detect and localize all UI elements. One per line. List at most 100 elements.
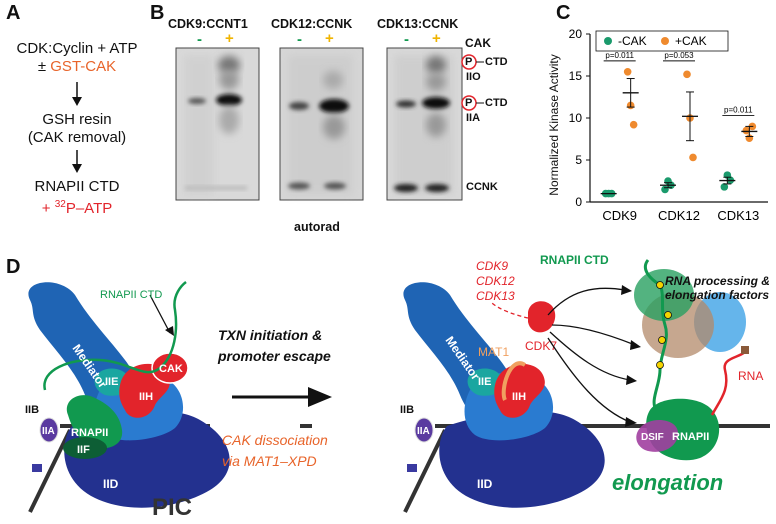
blot1-plus: +: [225, 30, 234, 47]
iia-label-left: IIA: [42, 426, 55, 437]
panel-a-step-3: RNAPII CTD + 32P–ATP: [2, 178, 152, 218]
panel-d-letter: D: [6, 256, 21, 278]
cak-dissociation-text: CAK dissociation: [222, 432, 328, 448]
elongation-factors-label: elongation factors: [665, 288, 769, 302]
cdk7-shape: [528, 301, 556, 333]
iia-label: IIA: [466, 112, 481, 124]
arrow-to-ctd: [549, 331, 631, 381]
rnapii-label-right: RNAPII: [672, 431, 709, 443]
p-value-label-1: p=0.053: [664, 51, 694, 60]
rnapii-ctd-tail-right: [643, 259, 668, 411]
chart-legend: -CAK +CAK: [595, 30, 729, 52]
autoradiograph-panels: [175, 47, 484, 201]
panel-a-arrows: [72, 82, 82, 173]
blot-cdk13: [386, 47, 463, 201]
plus-minus-sign: ±: [37, 58, 47, 75]
dna-left-strand: [28, 429, 72, 513]
arrow-head-1: [72, 97, 82, 106]
iid-label-right: IID: [477, 477, 493, 491]
panel-a-letter: A: [6, 2, 21, 24]
panel-c-letter: C: [556, 2, 571, 24]
rna-label: RNA: [738, 369, 763, 383]
arrow-to-factors-2-head: [630, 340, 641, 350]
arrow-to-rnapii: [547, 337, 631, 423]
iie-shape-right: [467, 368, 504, 396]
blot-caption-cdk9: CDK9:CCNT1: [168, 17, 248, 31]
blot-caption-cdk12: CDK12:CCNK: [271, 17, 353, 31]
rnapii-shape-left: [66, 395, 123, 449]
promoter-escape-text: promoter escape: [217, 348, 331, 364]
phospho-p-iio: P: [465, 56, 473, 68]
iie-label-right: IIE: [478, 376, 491, 388]
step-p32-atp: + 32P–ATP: [2, 196, 152, 218]
mat1-label: MAT1: [478, 345, 509, 359]
p-value-label-0: p=0.011: [605, 51, 634, 60]
iif-label-left: IIF: [77, 444, 90, 456]
iia-label-right: IIA: [417, 426, 430, 437]
arrow-to-factors-1-head: [621, 285, 632, 295]
panel-a-step-1: CDK:Cyclin + ATP ± GST-CAK: [2, 40, 152, 76]
ctd-phospho-2: [664, 311, 672, 319]
y-tick-label-1: 5: [575, 153, 582, 167]
ccnk-label: CCNK: [466, 181, 498, 193]
blot2-plus: +: [325, 30, 334, 47]
point-+CAK-CDK12-2: [689, 153, 697, 162]
iib-label-right: IIB: [400, 404, 414, 416]
rnapii-ctd-label-right: RNAPII CTD: [540, 253, 609, 267]
ctd-phospho-1: [656, 281, 664, 289]
x-tick-label-cdk13: CDK13: [717, 208, 759, 223]
y-tick-label-3: 15: [569, 69, 583, 83]
arrow-head-2: [72, 164, 82, 173]
dsif-label: DSIF: [641, 432, 664, 443]
rna-strand: [710, 350, 746, 416]
iia-shape-left: [39, 417, 59, 443]
cdk7-label: CDK7: [525, 339, 557, 353]
phospho-p-iia: P: [465, 97, 473, 109]
tbp-box-left: [32, 464, 42, 472]
rnapii-ctd-tail-left: [43, 281, 187, 391]
step-rnapii-ctd: RNAPII CTD: [34, 178, 120, 195]
cak-header: CAK: [465, 36, 491, 50]
iih-label-left: IIH: [139, 391, 153, 403]
point-+CAK-CDK13-0: [742, 126, 751, 135]
rna-processing-label: RNA processing &: [665, 274, 770, 288]
blot-caption-cdk13: CDK13:CCNK: [377, 17, 459, 31]
iia-shape-right: [414, 417, 434, 443]
txn-initiation-text: TXN initiation &: [218, 327, 322, 343]
arrow-to-ctd-head: [626, 375, 637, 385]
ctd-label-iio: CTD: [485, 56, 508, 68]
blot-cdk9: [175, 47, 260, 201]
mat1-xpd-text: via MAT1–XPD: [222, 453, 317, 469]
point-+CAK-CDK9-0: [623, 68, 632, 76]
iie-label-left: IIE: [105, 376, 118, 388]
step-gsh-resin: GSH resin: [42, 111, 112, 128]
cdk13-label: CDK13: [476, 289, 515, 303]
point-+CAK-CDK9-2: [629, 120, 638, 129]
arrow-to-rnapii-head: [625, 417, 637, 427]
point--CAK-CDK13-0: [720, 183, 729, 191]
step-cdk-cyclin: CDK:Cyclin + ATP: [16, 40, 138, 57]
ctd-pointer-head: [165, 326, 174, 336]
factor-green-shape: [634, 269, 694, 321]
rnapii-ctd-label-left: RNAPII CTD: [100, 289, 162, 301]
ctd-label-iia: CTD: [485, 97, 508, 109]
legend-label-minus-cak: -CAK: [618, 34, 647, 48]
pic-elongation-diagram: IIE IIH CAK RNAPII IIF IIA IIB IID Media…: [25, 253, 770, 521]
iid-label-left: IID: [103, 477, 119, 491]
tbp-box-right: [407, 464, 417, 472]
panel-a-step-2: GSH resin (CAK removal): [2, 111, 152, 147]
ctd-phospho-3: [658, 336, 666, 344]
arrow-to-factors-2: [551, 324, 636, 346]
iio-label: IIO: [466, 71, 481, 83]
legend-label-plus-cak: +CAK: [675, 34, 707, 48]
ctd-pointer-arrow: [149, 294, 171, 334]
y-tick-label-2: 10: [569, 111, 583, 125]
gst-cak-label: GST-CAK: [50, 58, 117, 75]
step-cak-removal: (CAK removal): [27, 129, 127, 146]
y-tick-label-0: 0: [575, 195, 582, 209]
ctd-phospho-4: [656, 361, 664, 369]
rna-cap: [741, 346, 749, 354]
iih-label-right: IIH: [512, 391, 526, 403]
pic-label: PIC: [152, 494, 192, 521]
